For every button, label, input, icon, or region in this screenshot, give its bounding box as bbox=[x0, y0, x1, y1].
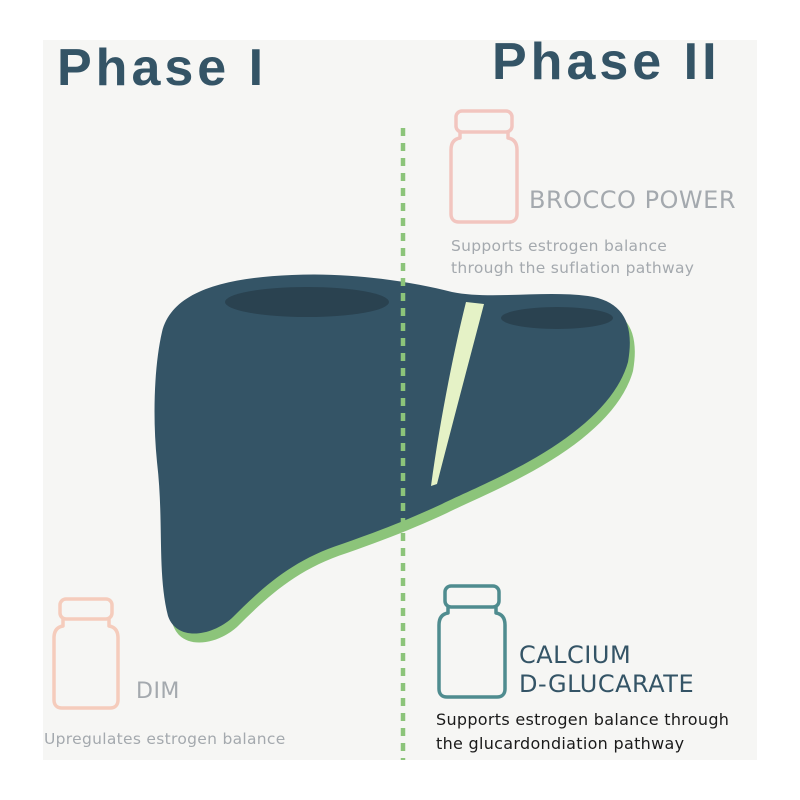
calcium-d-glucarate-name: CALCIUM D-GLUCARATE bbox=[519, 641, 694, 699]
calcium-desc-line-2: the glucardondiation pathway bbox=[436, 734, 685, 753]
phase-1-title: Phase I bbox=[57, 39, 268, 97]
phase-2-title: Phase II bbox=[492, 33, 721, 91]
calcium-desc-line-1: Supports estrogen balance through bbox=[436, 710, 730, 729]
brocco-bottle-icon bbox=[449, 109, 519, 224]
gallbladder bbox=[431, 302, 484, 486]
dim-name: DIM bbox=[136, 679, 180, 704]
calcium-d-glucarate-desc: Supports estrogen balance through the gl… bbox=[436, 708, 729, 756]
brocco-power-desc: Supports estrogen balance through the su… bbox=[451, 235, 694, 279]
liver-depression-left bbox=[225, 287, 389, 317]
brocco-desc-line-1: Supports estrogen balance bbox=[451, 237, 668, 255]
calcium-name-line-1: CALCIUM bbox=[519, 641, 632, 669]
calcium-name-line-2: D-GLUCARATE bbox=[519, 670, 695, 698]
brocco-desc-line-2: through the suflation pathway bbox=[451, 259, 695, 277]
dim-desc-line-1: Upregulates estrogen balance bbox=[44, 730, 286, 748]
liver-depression-right bbox=[501, 307, 613, 329]
dim-desc: Upregulates estrogen balance bbox=[44, 728, 286, 750]
liver-body bbox=[154, 274, 630, 634]
calcium-bottle-icon bbox=[437, 584, 507, 699]
brocco-power-name: BROCCO POWER bbox=[529, 186, 736, 214]
dim-bottle-icon bbox=[52, 597, 120, 710]
